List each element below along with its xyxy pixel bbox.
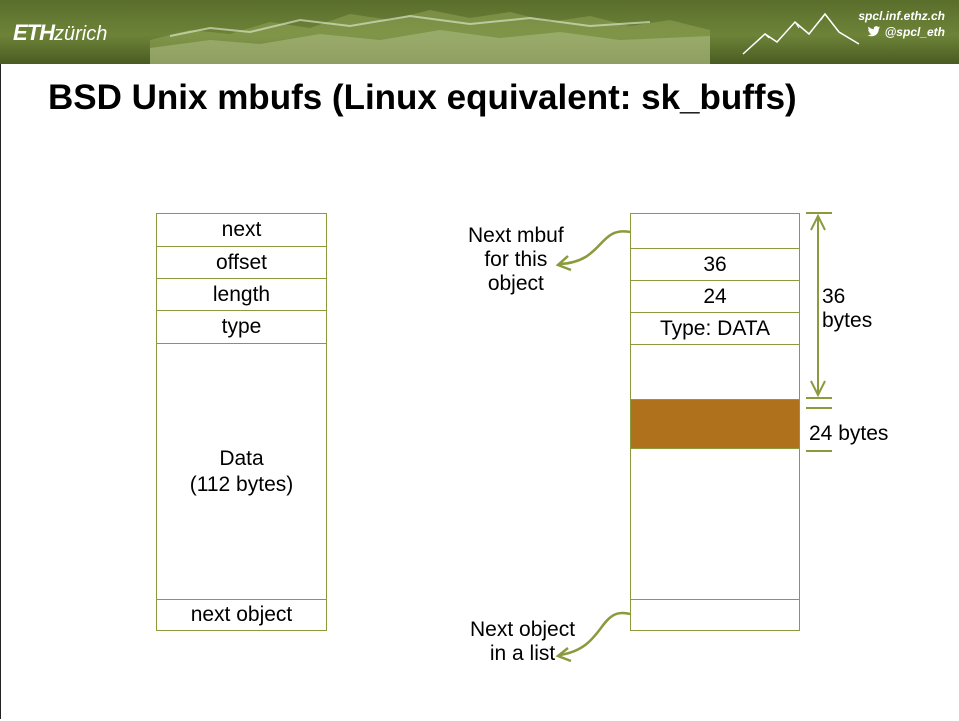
left-mbuf-box: next offset length type Data (112 bytes)… — [156, 213, 327, 631]
mountain-sketch-icon — [742, 12, 860, 55]
right-field-offset: 36 — [631, 249, 799, 281]
right-field-next-object — [631, 599, 799, 631]
right-data-region — [631, 399, 799, 449]
next-object-line1: Next object — [470, 618, 576, 641]
website-url[interactable]: spcl.inf.ethz.ch — [858, 9, 945, 23]
next-object-line2: in a list — [489, 642, 556, 665]
offset-size-label: 36 bytes — [822, 285, 872, 333]
mountain-banner — [150, 10, 710, 64]
eth-zurich-logo: ETHzürich — [13, 20, 107, 46]
right-field-type: Type: DATA — [631, 313, 799, 345]
left-field-length: length — [157, 279, 326, 311]
left-data-area: Data (112 bytes) — [157, 446, 326, 498]
twitter-icon — [867, 26, 880, 37]
logo-eth-text: ETH — [13, 20, 55, 45]
header-contact: spcl.inf.ethz.ch @spcl_eth — [858, 8, 945, 40]
offset-size-unit: bytes — [822, 309, 873, 332]
length-size-label: 24 bytes — [809, 422, 889, 445]
left-data-label: Data — [219, 447, 264, 470]
next-mbuf-line2: for this — [484, 248, 548, 271]
twitter-handle[interactable]: @spcl_eth — [884, 25, 945, 39]
offset-size-value: 36 — [822, 285, 846, 308]
left-field-next-object: next object — [157, 599, 326, 630]
header-bar: ETHzürich spcl.inf.ethz.ch @spcl_eth — [0, 0, 959, 64]
next-mbuf-line1: Next mbuf — [468, 224, 564, 247]
right-field-next — [631, 214, 799, 249]
left-field-next: next — [157, 214, 326, 247]
page-title: BSD Unix mbufs (Linux equivalent: sk_buf… — [48, 78, 797, 117]
right-mbuf-box: 36 24 Type: DATA — [630, 213, 800, 631]
left-field-offset: offset — [157, 247, 326, 279]
left-field-type: type — [157, 311, 326, 344]
right-field-length: 24 — [631, 281, 799, 313]
logo-zurich-text: zürich — [54, 23, 108, 45]
left-data-size: (112 bytes) — [189, 473, 294, 496]
next-object-label: Next object in a list — [470, 618, 575, 666]
next-mbuf-label: Next mbuf for this object — [468, 224, 564, 296]
next-mbuf-line3: object — [487, 272, 544, 295]
